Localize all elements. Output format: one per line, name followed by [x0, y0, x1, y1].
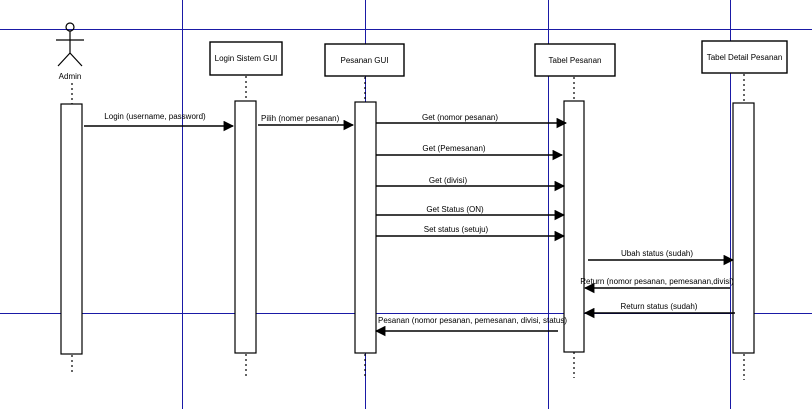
- message-labels: Login (username, password) Pilih (nomer …: [104, 112, 734, 325]
- object-label-pesanan-gui: Pesanan GUI: [340, 56, 388, 65]
- message-label-return-status: Return status (sudah): [621, 302, 698, 311]
- object-box-login-gui: [209, 41, 283, 76]
- object-box-pesanan-gui: [324, 43, 405, 77]
- lifelines: [71, 74, 745, 380]
- messages: [84, 117, 735, 337]
- actor-leg-right: [69, 52, 83, 67]
- message-label-pesanan-result: Pesanan (nomor pesanan, pemesanan, divis…: [378, 316, 567, 325]
- message-label-get-pemesanan: Get (Pemesanan): [422, 144, 485, 153]
- object-boxes: [209, 40, 788, 77]
- activation-tabel-pesanan: [563, 100, 585, 353]
- activation-admin: [60, 103, 83, 355]
- activation-tabel-detail-pesanan: [732, 102, 755, 354]
- message-label-pilih: Pilih (nomer pesanan): [261, 114, 340, 123]
- activation-bars: [60, 100, 755, 355]
- message-label-login: Login (username, password): [104, 112, 206, 121]
- message-label-set-status: Set status (setuju): [424, 225, 489, 234]
- activation-pesanan-gui: [354, 101, 377, 354]
- object-label-login-gui: Login Sistem GUI: [215, 54, 278, 63]
- actor-label: Admin: [59, 72, 82, 81]
- message-label-get-nomor-pesanan: Get (nomor pesanan): [422, 113, 498, 122]
- message-label-get-divisi: Get (divisi): [429, 176, 468, 185]
- message-label-ubah-status: Ubah status (sudah): [621, 249, 693, 258]
- object-label-tabel-pesanan: Tabel Pesanan: [549, 56, 602, 65]
- actor-leg-left: [57, 52, 71, 67]
- activation-login-gui: [234, 100, 257, 354]
- object-box-tabel-pesanan: [534, 43, 616, 77]
- message-label-get-status: Get Status (ON): [426, 205, 484, 214]
- object-box-tabel-detail-pesanan: [701, 40, 788, 74]
- object-label-tabel-detail-pesanan: Tabel Detail Pesanan: [707, 53, 783, 62]
- message-label-return-data: Return (nomor pesanan, pemesanan,divisi): [580, 277, 734, 286]
- actor-admin: [56, 22, 84, 67]
